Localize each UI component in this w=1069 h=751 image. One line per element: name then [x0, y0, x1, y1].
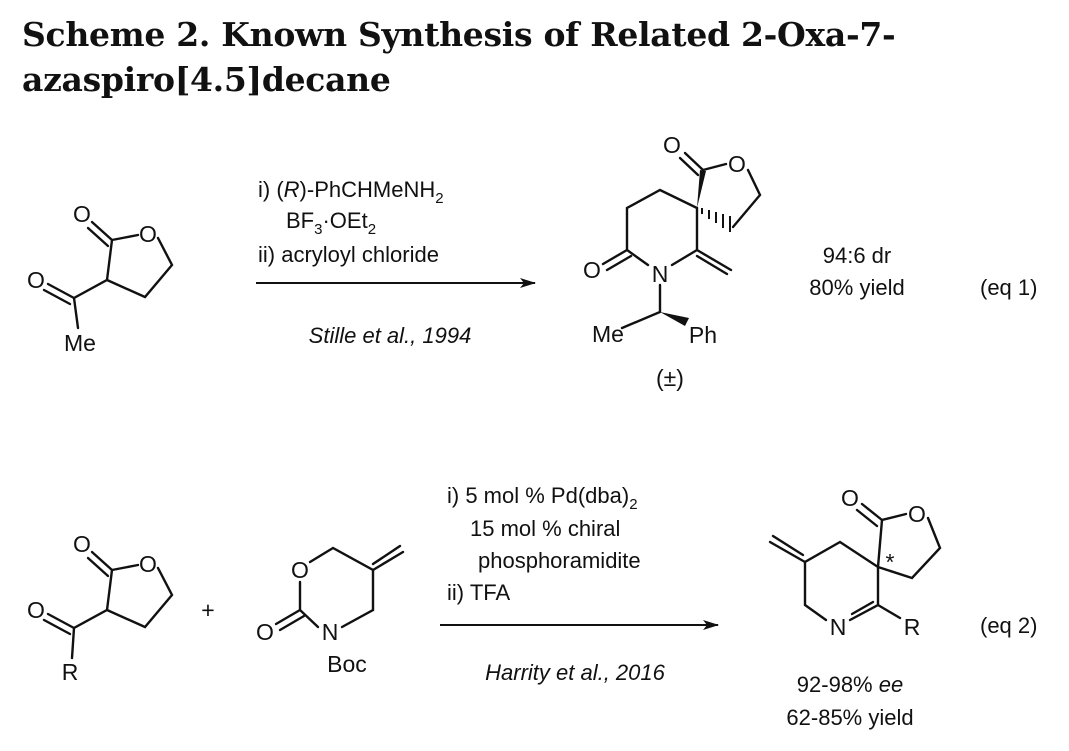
scheme-title-line2: azaspiro[4.5]decane [22, 60, 391, 99]
scheme-title-line1: Scheme 2. Known Synthesis of Related 2-O… [22, 15, 896, 54]
eq1-product-spirolactam: O O O N Me Ph (±) [583, 132, 762, 391]
eq1-citation: Stille et al., 1994 [309, 323, 472, 348]
atom-o: O [73, 201, 91, 227]
eq1-step2: ii) acryloyl chloride [258, 242, 439, 267]
eq1-dr: 94:6 dr [823, 243, 892, 268]
atom-n: N [322, 619, 339, 645]
plus-sign: + [201, 597, 214, 623]
eq2-citation: Harrity et al., 2016 [485, 660, 666, 685]
atom-o: O [256, 619, 274, 645]
racemic-label: (±) [656, 365, 684, 391]
atom-o: O [139, 221, 157, 247]
eq2-ligand-line2: phosphoramidite [478, 548, 641, 573]
eq1-conditions: i) (R)-PhCHMeNH2 BF3·OEt2 ii) acryloyl c… [258, 177, 444, 267]
atom-o: O [291, 557, 309, 583]
stereocenter-asterisk: * [886, 549, 895, 575]
boc-group: Boc [327, 651, 367, 677]
atom-ph: Ph [689, 322, 717, 348]
eq1-step1: i) (R)-PhCHMeNH2 [258, 177, 444, 207]
eq2-ligand-line1: 15 mol % chiral [470, 516, 620, 541]
eq2-reactant-acyl-butyrolactone: O O O R [27, 531, 174, 685]
atom-o: O [27, 597, 45, 623]
atom-o: O [583, 257, 601, 283]
eq1-reagent-bf3: BF3·OEt2 [286, 208, 376, 238]
eq2-ee: 92-98% ee [797, 672, 903, 697]
atom-o: O [663, 132, 681, 158]
eq2-label: (eq 2) [980, 613, 1037, 638]
eq2-yield: 62-85% yield [786, 705, 913, 730]
atom-me: Me [64, 330, 96, 356]
atom-r: R [904, 614, 921, 640]
scheme-title: Scheme 2. Known Synthesis of Related 2-O… [22, 12, 896, 102]
atom-o: O [27, 267, 45, 293]
eq2-product-spiroimine: O O N R * [768, 485, 942, 640]
atom-r: R [62, 659, 79, 685]
atom-n: N [652, 261, 669, 287]
eq2-step2: ii) TFA [447, 580, 510, 605]
eq2-reactant-oxazinanone: O O N Boc [256, 544, 405, 677]
atom-o: O [908, 501, 926, 527]
eq1-reactant-acetylbutyrolactone: O O O Me [27, 201, 174, 356]
eq2-step1: i) 5 mol % Pd(dba)2 [447, 483, 638, 513]
eq1-yield: 80% yield [809, 275, 904, 300]
atom-o: O [73, 531, 91, 557]
atom-o: O [139, 551, 157, 577]
atom-me: Me [592, 321, 624, 347]
eq2-conditions: i) 5 mol % Pd(dba)2 15 mol % chiral phos… [447, 483, 641, 605]
atom-o: O [841, 485, 859, 511]
atom-o: O [728, 151, 746, 177]
eq1-label: (eq 1) [980, 275, 1037, 300]
atom-n: N [830, 614, 847, 640]
